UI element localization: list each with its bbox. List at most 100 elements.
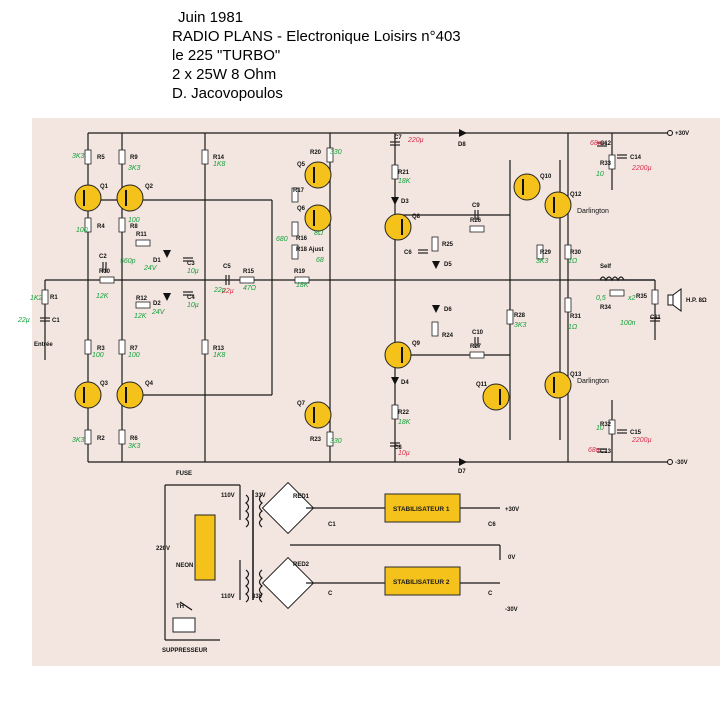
label-q3: Q3	[100, 381, 109, 387]
regulator-2	[384, 566, 461, 596]
svg-text:8Ω: 8Ω	[314, 230, 324, 237]
svg-text:3K3: 3K3	[128, 165, 141, 172]
svg-text:3K3: 3K3	[536, 258, 549, 265]
resistor-bodies	[41, 147, 659, 447]
rectifier-1-label: RED1	[293, 494, 310, 500]
svg-text:680: 680	[276, 236, 288, 243]
svg-text:330: 330	[330, 149, 342, 156]
label-c13: C13	[600, 449, 612, 455]
label-r10: R10	[99, 269, 111, 275]
negative-terminal	[667, 459, 673, 465]
svg-text:100: 100	[128, 217, 140, 224]
regulator-2-label: STABILISATEUR 2	[393, 579, 450, 586]
label-c1: C1	[52, 318, 60, 324]
label-input: Entrée	[34, 342, 53, 348]
transistor-q5	[304, 161, 332, 189]
label-c15: C15	[630, 430, 642, 436]
svg-text:560p: 560p	[120, 258, 136, 265]
svg-text:10µ: 10µ	[187, 268, 199, 275]
label-r18: R18 Ajust	[296, 247, 323, 253]
label-r5: R5	[97, 155, 105, 161]
svg-text:1Ω: 1Ω	[568, 324, 578, 331]
svg-text:22µ: 22µ	[213, 287, 226, 294]
label-r23: R23	[310, 437, 322, 443]
svg-text:1K2: 1K2	[30, 295, 43, 302]
svg-text:330: 330	[330, 438, 342, 445]
label-r25: R25	[442, 242, 454, 248]
label-c8: C8	[394, 445, 402, 451]
neon-label: NEON	[176, 563, 193, 569]
label-r2: R2	[97, 436, 105, 442]
svg-text:10µ: 10µ	[398, 450, 410, 457]
psu-output-pos: +30V	[505, 507, 519, 513]
svg-text:10µ: 10µ	[187, 302, 199, 309]
transistor-q13	[544, 371, 572, 399]
diode-symbols	[163, 129, 467, 466]
label-q8: Q8	[412, 214, 421, 220]
label-d1: D1	[153, 258, 161, 264]
label-r31: R31	[570, 314, 582, 320]
header-line-1: Juin 1981	[178, 9, 244, 26]
psu-cap-2-label: C	[328, 591, 333, 597]
psu-output-0v: 0V	[508, 555, 515, 561]
label-d6: D6	[444, 307, 452, 313]
label-d3: D3	[401, 199, 409, 205]
label-d7: D7	[458, 469, 466, 475]
label-r33: R33	[600, 161, 612, 167]
rail-label-neg: -30V	[675, 460, 688, 466]
svg-text:1K8: 1K8	[213, 352, 226, 359]
transformer-primary-1	[245, 494, 250, 528]
label-c5: C5	[223, 264, 231, 270]
label-d4: D4	[401, 380, 409, 386]
label-r30: R30	[570, 250, 582, 256]
svg-text:18K: 18K	[296, 282, 309, 289]
psu-output-neg: -30V	[505, 607, 518, 613]
th-switch-icon	[179, 601, 193, 611]
svg-text:x2: x2	[627, 295, 636, 302]
transistor-q9	[384, 341, 412, 369]
label-c12: C12	[600, 141, 612, 147]
transformer-primary-2	[245, 569, 250, 603]
svg-text:0,5: 0,5	[596, 295, 606, 302]
transistor-q12	[544, 191, 572, 219]
svg-text:100: 100	[128, 352, 140, 359]
label-q5: Q5	[297, 162, 306, 168]
label-d2: D2	[153, 301, 161, 307]
label-q9: Q9	[412, 341, 421, 347]
capacitor-plates	[40, 141, 660, 453]
transistor-q11	[482, 383, 510, 411]
label-q1: Q1	[100, 184, 109, 190]
label-q2: Q2	[145, 184, 154, 190]
label-r35: R35	[636, 294, 648, 300]
label-c6: C6	[404, 250, 412, 256]
label-d5: D5	[444, 262, 452, 268]
svg-text:68n: 68n	[590, 140, 602, 147]
svg-text:18K: 18K	[398, 419, 411, 426]
svg-text:22µ: 22µ	[17, 317, 30, 324]
svg-text:10: 10	[596, 171, 604, 178]
label-self: Self	[600, 264, 612, 270]
svg-text:3K3: 3K3	[72, 153, 85, 160]
transistor-q1	[74, 184, 102, 212]
label-q7: Q7	[297, 401, 306, 407]
secondary-label-1: 33V	[255, 493, 266, 499]
svg-text:68: 68	[316, 257, 324, 264]
label-q4: Q4	[145, 381, 154, 387]
regulator-1-label: STABILISATEUR 1	[393, 506, 450, 513]
self-inductor	[599, 276, 625, 282]
svg-text:2200µ: 2200µ	[631, 165, 652, 172]
header-line-4: 2 x 25W 8 Ohm	[172, 66, 277, 83]
header-line-5: D. Jacovopoulos	[172, 85, 283, 102]
label-d8: D8	[458, 142, 466, 148]
label-speaker: H.P. 8Ω	[686, 298, 707, 304]
svg-text:2200µ: 2200µ	[631, 437, 652, 444]
label-r19: R19	[294, 269, 306, 275]
label-q6: Q6	[297, 206, 306, 212]
label-r22: R22	[398, 410, 410, 416]
rectifier-2	[261, 556, 315, 610]
svg-text:100: 100	[76, 227, 88, 234]
rectifier-1	[261, 481, 315, 535]
label-c4: C4	[187, 295, 195, 301]
